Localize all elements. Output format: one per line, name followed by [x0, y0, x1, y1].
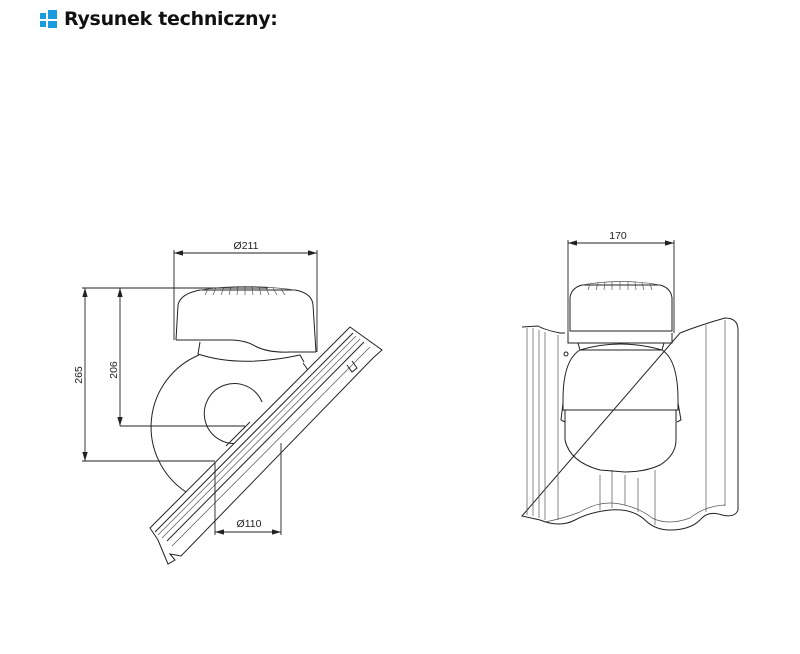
blue-squares-icon: [40, 10, 58, 28]
svg-text:265: 265: [73, 366, 85, 384]
dimension-cap-width: 170: [567, 230, 675, 333]
dimension-cap-height: 206: [108, 288, 245, 427]
side-view: Ø211 265 206 Ø110: [73, 240, 383, 565]
dimension-pipe-diameter: Ø110: [214, 443, 282, 535]
dimension-total-height: 265: [73, 287, 268, 462]
svg-text:Ø211: Ø211: [234, 240, 259, 252]
section-title: Rysunek techniczny:: [64, 8, 278, 30]
svg-text:Ø110: Ø110: [237, 518, 262, 530]
dimension-cap-diameter: Ø211: [173, 240, 318, 352]
svg-text:206: 206: [108, 361, 120, 379]
section-header: Rysunek techniczny:: [40, 8, 278, 30]
front-view: 170: [521, 230, 739, 531]
svg-text:170: 170: [609, 230, 627, 242]
